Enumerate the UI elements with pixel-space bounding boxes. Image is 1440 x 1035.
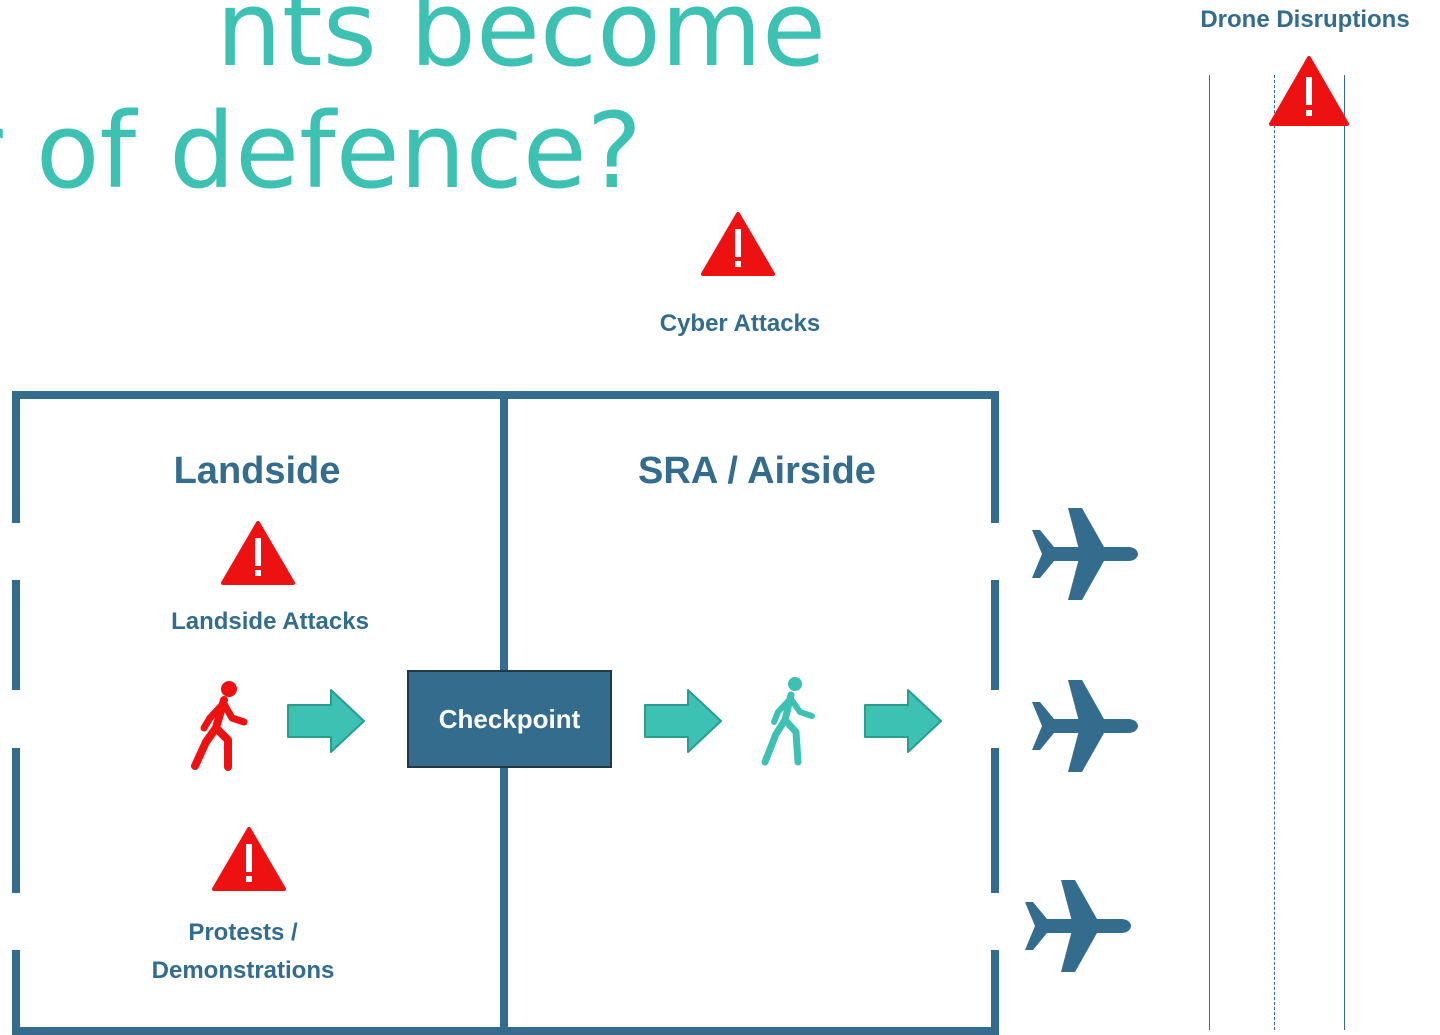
airplane-icon (1032, 508, 1138, 600)
right-wall-segment (991, 748, 999, 893)
walking-person-icon (191, 681, 248, 771)
right-wall-segment (991, 391, 999, 523)
runway-line-right (1344, 75, 1345, 1030)
left-wall-segment (12, 748, 20, 893)
walking-person-icon (761, 677, 815, 766)
runway-line-left (1209, 75, 1210, 1030)
landside-attacks-label: Landside Attacks (171, 608, 369, 635)
protests-label-line1: Protests / (188, 919, 298, 946)
title-line-1: nts become (216, 0, 827, 90)
page-title: nts become r of defence? (0, 0, 826, 212)
airplane-icon (1032, 680, 1138, 772)
checkpoint-box: Checkpoint (407, 670, 612, 768)
airplane-icon (1025, 880, 1131, 972)
left-wall-segment (12, 580, 20, 690)
left-wall-segment (12, 391, 20, 523)
title-line-2: r of defence? (0, 90, 642, 212)
runway-centerline (1274, 75, 1275, 1030)
right-wall-segment (991, 950, 999, 1035)
right-wall-segment (991, 580, 999, 690)
right-arrow-icon (644, 689, 722, 753)
drone-disruptions-label: Drone Disruptions (1200, 6, 1410, 33)
warning-triangle-icon (1269, 56, 1349, 126)
airside-zone-label: SRA / Airside (638, 450, 876, 492)
protests-label: Protests / Demonstrations (113, 914, 373, 990)
landside-zone-label: Landside (173, 450, 341, 492)
right-arrow-icon (864, 689, 942, 753)
warning-triangle-icon (701, 212, 775, 276)
warning-triangle-icon (212, 827, 286, 891)
protests-label-line2: Demonstrations (151, 957, 335, 984)
warning-triangle-icon (221, 521, 295, 585)
cyber-attacks-label: Cyber Attacks (659, 310, 821, 337)
left-wall-segment (12, 950, 20, 1035)
right-arrow-icon (287, 689, 365, 753)
